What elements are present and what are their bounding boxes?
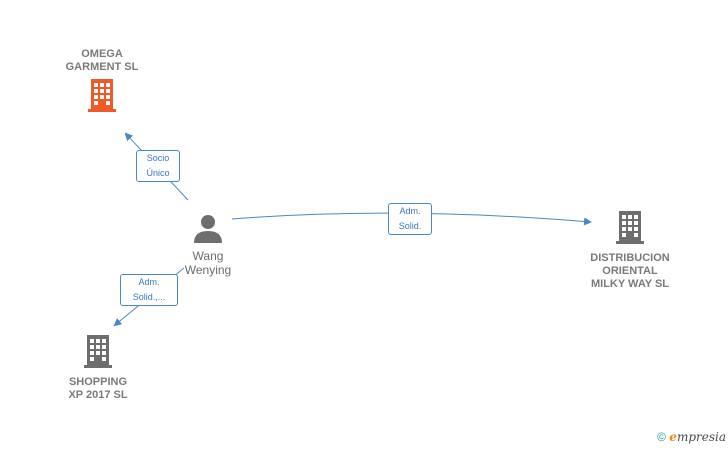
edge-label-adm-solid-etc[interactable]: Adm. Solid.,...: [120, 274, 178, 306]
building-icon: [616, 211, 644, 244]
edge-label-adm-solid[interactable]: Adm. Solid.: [388, 203, 432, 235]
footer-credit: © empresia: [657, 430, 726, 444]
node-wang-wenying[interactable]: Wang Wenying: [168, 212, 248, 277]
copyright-symbol: ©: [657, 430, 666, 444]
node-label: SHOPPING XP 2017 SL: [68, 376, 128, 401]
building-icon: [88, 79, 116, 112]
node-label: Wang Wenying: [184, 249, 232, 277]
edge-label-socio-unico[interactable]: Socio Único: [136, 150, 180, 182]
node-label: DISTRIBUCION ORIENTAL MILKY WAY SL: [590, 252, 670, 290]
building-icon: [84, 335, 112, 368]
node-distribucion-oriental[interactable]: DISTRIBUCION ORIENTAL MILKY WAY SL: [575, 210, 685, 291]
node-label: OMEGA GARMENT SL: [65, 48, 139, 73]
brand-logo[interactable]: empresia: [669, 430, 726, 444]
node-shopping-xp[interactable]: SHOPPING XP 2017 SL: [48, 334, 148, 402]
node-omega-garment[interactable]: OMEGA GARMENT SL: [52, 48, 152, 117]
person-icon: [194, 215, 222, 243]
